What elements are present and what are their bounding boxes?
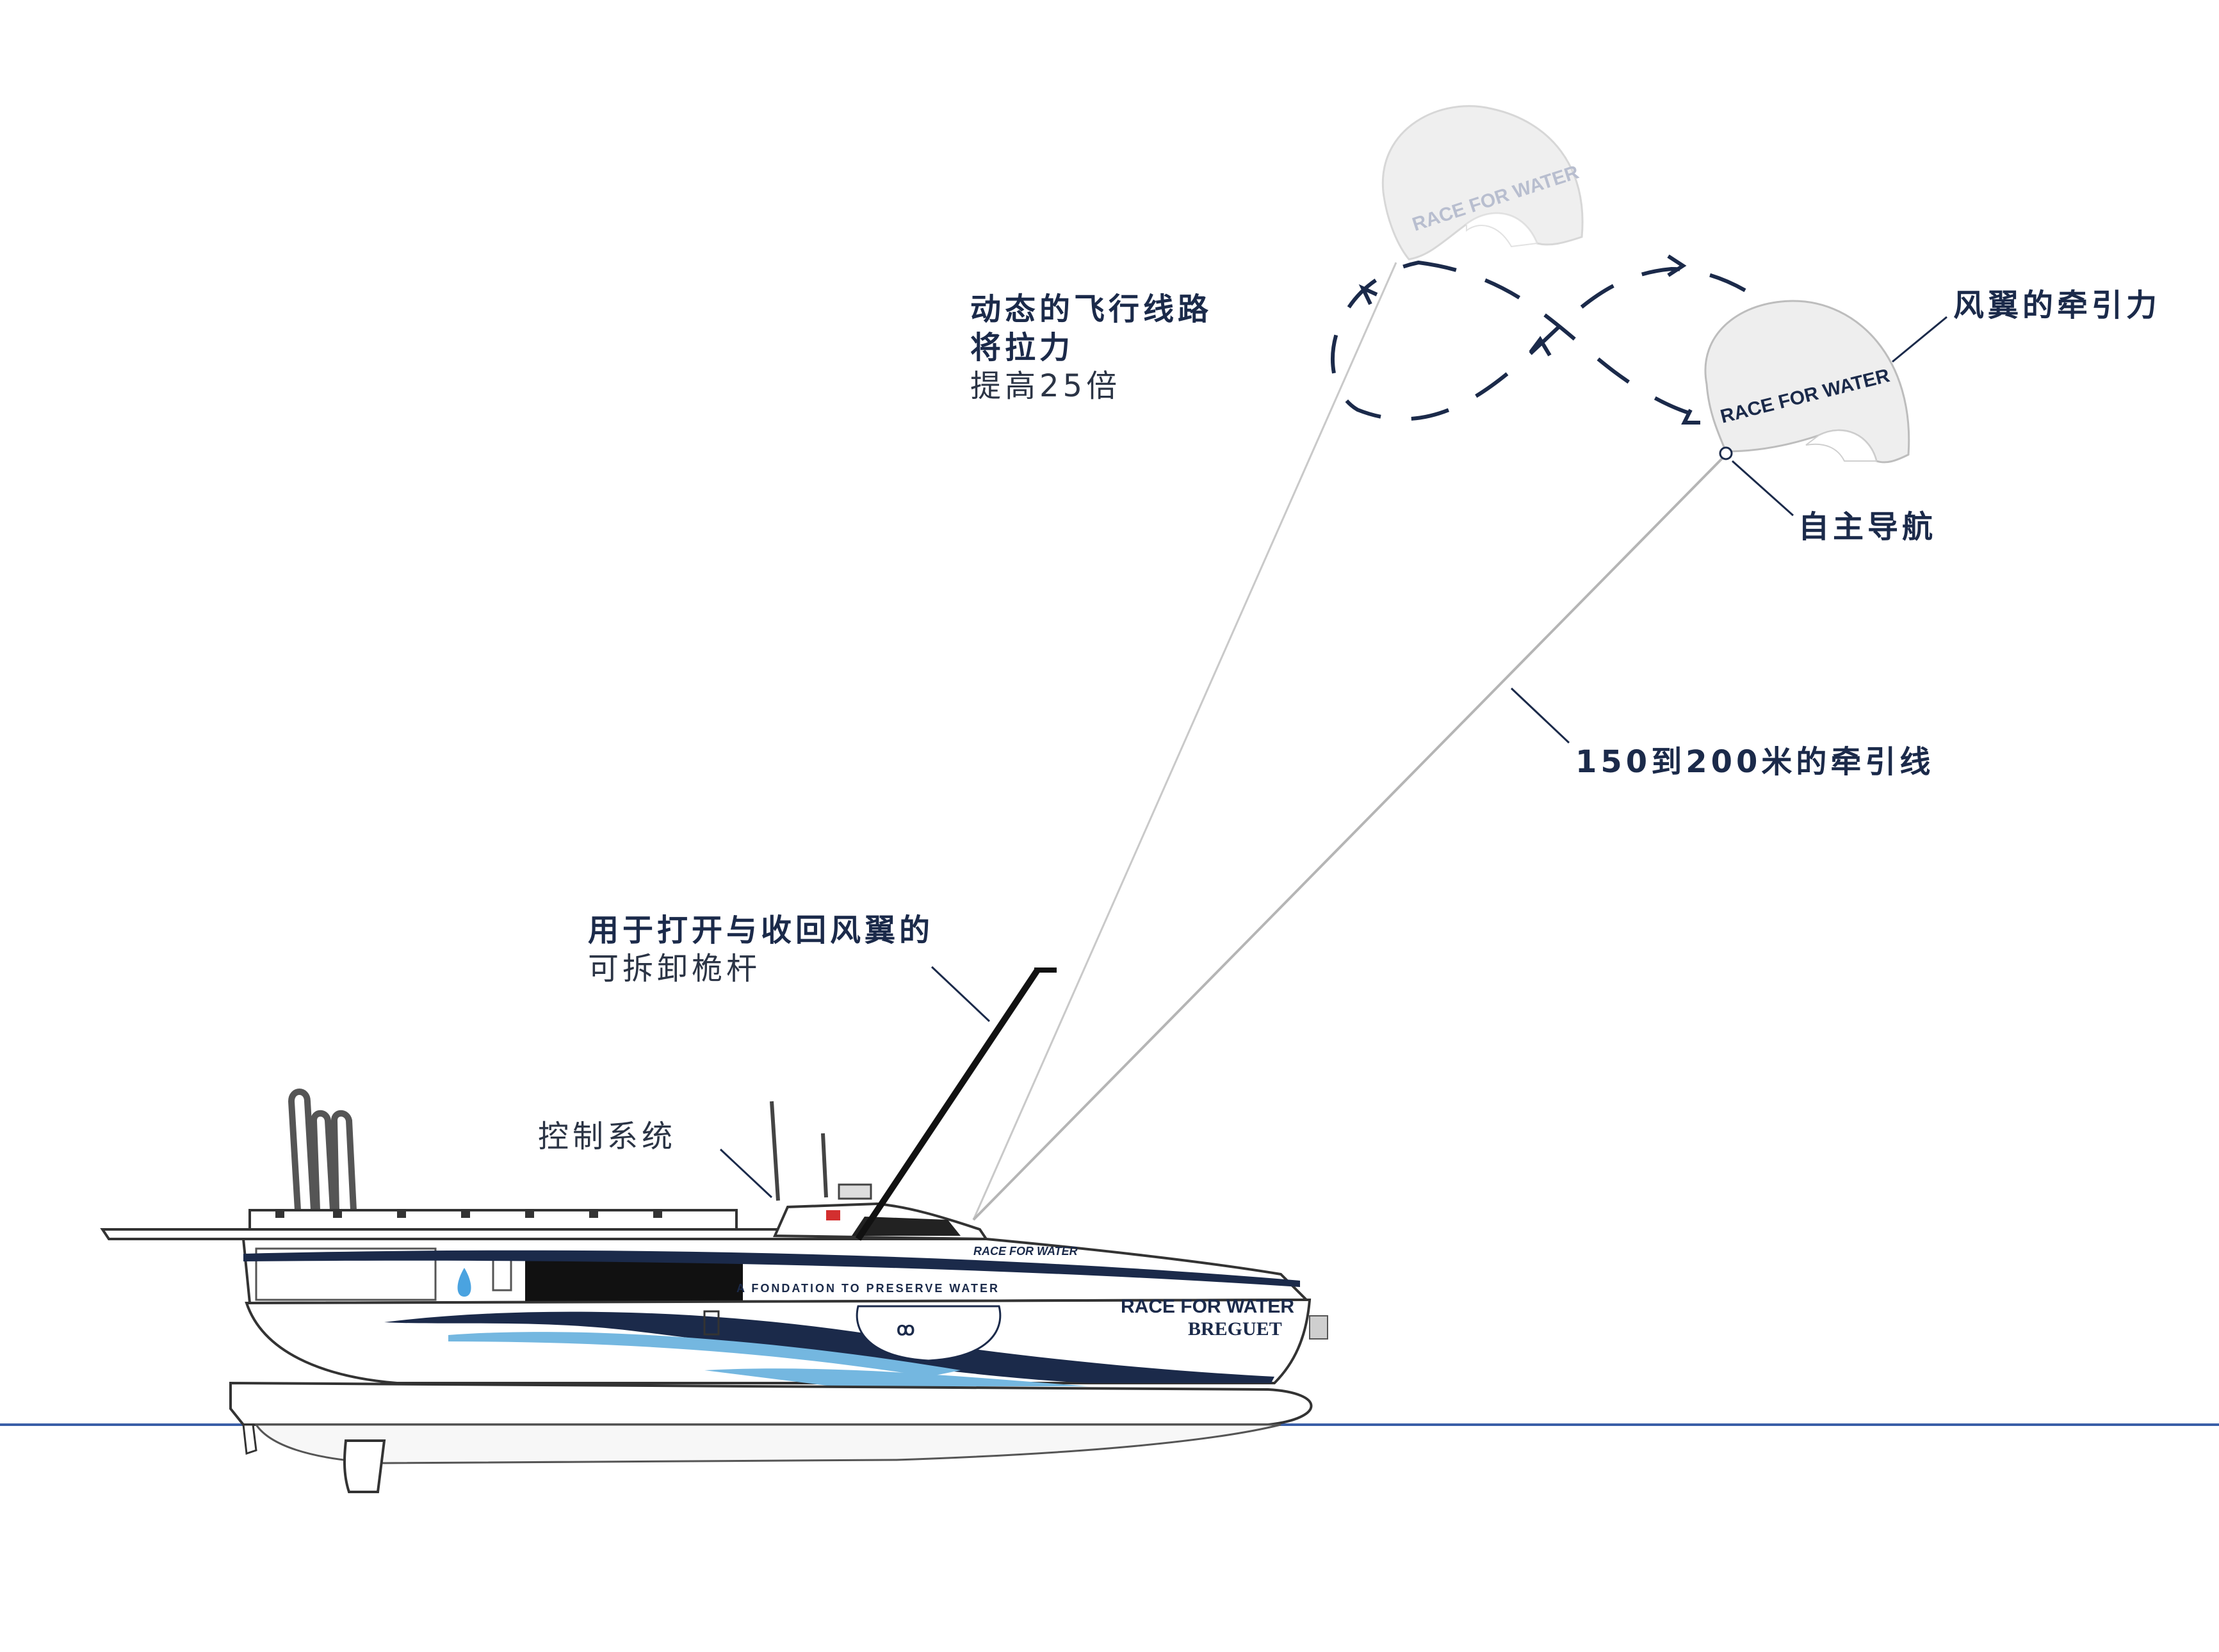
- leader-control-system: [719, 1148, 773, 1199]
- label-autonomous-nav: 自主导航: [1798, 509, 1937, 545]
- flight-arrow-icon: [1529, 336, 1552, 357]
- label-flight-path-1: 动态的飞行线路: [970, 291, 1213, 327]
- swiss-flag-icon: [826, 1210, 840, 1220]
- label-flight-path-3: 提高25倍: [970, 368, 1121, 404]
- kite-right: RACE FOR WATER: [1704, 300, 1910, 464]
- bow-flag: [1309, 1315, 1328, 1340]
- hull-swoosh-lightblue: [704, 1368, 1089, 1386]
- antenna: [821, 1133, 828, 1198]
- hull-sponsor-shield: [856, 1305, 1002, 1362]
- label-flight-path-2: 将拉力: [970, 330, 1075, 366]
- tow-line-to-left-kite: [972, 262, 1397, 1220]
- rudder: [343, 1439, 386, 1493]
- band-text: A FONDATION TO PRESERVE WATER: [736, 1282, 1000, 1295]
- leader-mast: [931, 966, 991, 1023]
- hull-sponsor-text: BREGUET: [1188, 1318, 1282, 1340]
- leader-tow-line: [1510, 687, 1570, 744]
- superstructure-stripe: [243, 1250, 1300, 1287]
- label-tow-line: 150到200米的牵引线: [1575, 744, 1935, 780]
- label-control-system: 控制系统: [538, 1119, 677, 1154]
- label-mast-2: 可拆卸桅杆: [588, 951, 761, 987]
- roof-vents: [275, 1210, 662, 1218]
- autonomous-nav-pod: [1719, 446, 1733, 460]
- hull-brand-text: RACE FOR WATER: [1121, 1296, 1294, 1317]
- kite-left: RACE FOR WATER: [1381, 105, 1584, 261]
- roof-brand-text: RACE FOR WATER: [973, 1245, 1078, 1258]
- flight-arrow-icon: [1667, 254, 1687, 277]
- roof-deck: [248, 1209, 738, 1231]
- boat: RACE FOR WATER A FONDATION TO PRESERVE W…: [100, 968, 1328, 1493]
- removable-mast: [855, 968, 1041, 1241]
- flight-arrow-icon: [1358, 284, 1378, 305]
- hull-swoosh-navy: [384, 1311, 1274, 1383]
- hull-swoosh-blue: [448, 1332, 961, 1377]
- exhaust-pipes: [288, 1089, 357, 1211]
- cabin-window-frame: [255, 1247, 437, 1301]
- radar-dome: [838, 1183, 872, 1200]
- hull-sponsor-logo: ꝏ: [897, 1319, 915, 1339]
- tow-line-to-right-kite: [972, 453, 1727, 1221]
- submerged-hull: [254, 1423, 1281, 1464]
- cockpit-window: [852, 1217, 961, 1236]
- hull-float: [229, 1381, 1313, 1426]
- hull-hatch: [703, 1310, 720, 1336]
- water-drop-icon: [457, 1268, 471, 1297]
- leader-kite-traction: [1892, 316, 1947, 363]
- antenna: [770, 1101, 780, 1201]
- label-kite-traction: 风翼的牵引力: [1953, 287, 2161, 323]
- flight-arrow-icon: [1681, 409, 1700, 425]
- label-mast-1: 用于打开与收回风翼的: [588, 912, 934, 948]
- stern-skeg: [242, 1423, 257, 1455]
- leader-autonomous-nav: [1731, 460, 1794, 517]
